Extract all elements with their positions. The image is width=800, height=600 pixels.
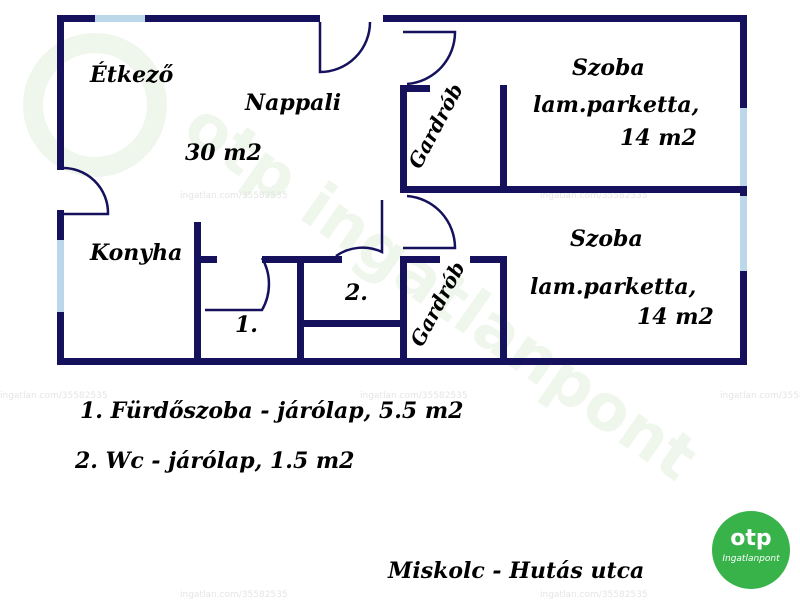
otp-logo: otp Ingatlanpont bbox=[712, 511, 790, 589]
watermark-text: ingatlan.com/35582535 bbox=[540, 191, 648, 201]
room-number-bath: 1. bbox=[235, 312, 258, 338]
window bbox=[57, 240, 64, 312]
room-floor-szoba-top: lam.parketta, bbox=[533, 92, 699, 118]
watermark-text: ingatlan.com/35582535 bbox=[720, 391, 800, 401]
legend-bathroom: 1. Fürdőszoba - járólap, 5.5 m2 bbox=[80, 398, 464, 424]
room-label-nappali: Nappali bbox=[244, 90, 341, 116]
interior-walls bbox=[194, 85, 747, 365]
window bbox=[740, 108, 747, 188]
room-area-szoba-bottom: 14 m2 bbox=[637, 304, 714, 330]
room-label-gardrob-top: Gardrób bbox=[403, 79, 468, 172]
door-bedroom-bottom bbox=[403, 194, 457, 250]
room-label-szoba-top: Szoba bbox=[572, 55, 645, 81]
logo-subtitle: Ingatlanpont bbox=[722, 554, 780, 564]
door-wardrobe-top bbox=[403, 30, 457, 86]
door-entrance bbox=[318, 21, 372, 74]
watermark-text: ingatlan.com/35582535 bbox=[180, 191, 288, 201]
doors bbox=[60, 21, 457, 312]
address: Miskolc - Hutás utca bbox=[388, 558, 645, 584]
watermark-text: ingatlan.com/35582535 bbox=[360, 391, 468, 401]
watermark-text: ingatlan.com/35582535 bbox=[0, 391, 108, 401]
door-wc bbox=[335, 200, 384, 258]
watermark-text: ingatlan.com/35582535 bbox=[180, 590, 288, 600]
watermark-logo-icon bbox=[23, 33, 167, 177]
watermark-text: ingatlan.com/35582535 bbox=[540, 590, 648, 600]
room-area-szoba-top: 14 m2 bbox=[620, 125, 697, 151]
door-bathroom bbox=[205, 257, 271, 312]
windows bbox=[57, 15, 747, 312]
window bbox=[95, 15, 145, 22]
window bbox=[740, 196, 747, 271]
room-number-wc: 2. bbox=[344, 280, 368, 306]
room-label-szoba-bottom: Szoba bbox=[570, 226, 643, 252]
room-floor-szoba-bottom: lam.parketta, bbox=[530, 274, 696, 300]
room-label-konyha: Konyha bbox=[89, 240, 182, 266]
room-area-nappali: 30 m2 bbox=[185, 140, 262, 166]
legend-wc: 2. Wc - járólap, 1.5 m2 bbox=[75, 448, 355, 474]
door-kitchen bbox=[60, 166, 110, 216]
room-label-etkezo: Étkező bbox=[89, 61, 174, 88]
logo-name: otp bbox=[730, 526, 772, 551]
